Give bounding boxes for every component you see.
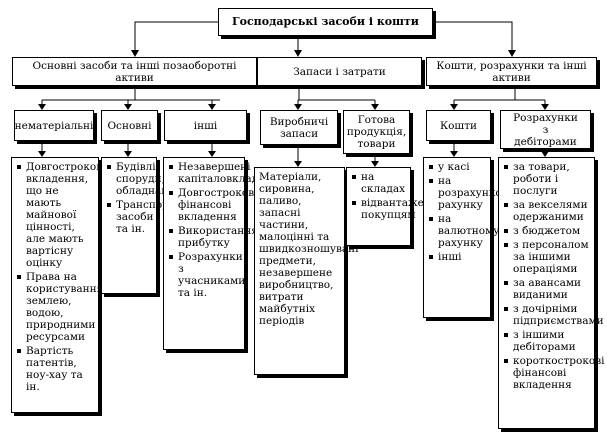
group-inventories: Запаси і затрати [257,57,422,86]
detail-main: Будівлі, споруди, обладнання Транспортні… [101,157,185,294]
group-cash-receivables: Кошти, розрахунки та інші активи [426,57,597,86]
detail-cash: у касі на розрахунковому рахунку на валю… [423,157,528,318]
list-item: Використання прибутку [168,225,258,249]
list-item: Будівлі, споруди, обладнання [106,161,182,197]
category-other: інші [164,110,247,141]
list-item: з бюджетом [503,225,591,237]
category-production-stocks: Виробничі запаси [260,110,338,145]
group-fixed-assets: Основні засоби та інші позаоборотні акти… [12,57,257,86]
list-item: з іншими дебіторами [503,329,591,353]
list-item: Незавершені капіталовкладення [168,161,285,185]
list-item: за товари, роботи і послуги [503,161,591,197]
list-item: за векселями одержаними [503,199,591,223]
list-item: інші [428,251,487,263]
list-item: на розрахунковому рахунку [428,175,528,211]
list-item: з дочірніми підприємствами [503,303,604,327]
list-item: на валютному рахунку [428,213,499,249]
list-item: Вартість патентів, ноу-хау та ін. [16,345,95,393]
list-item: короткострокові фінансові вкладення [503,355,605,391]
detail-production-stocks: Матеріали, сировина, паливо, запасні час… [254,167,359,375]
category-intangible: нематеріальні [14,110,94,141]
category-cash: Кошти [426,110,491,141]
detail-finished-goods: на складах відвантажені покупцям [346,167,434,246]
list-item: за авансами виданими [503,277,591,301]
list-item: Права на користування землею, водою, при… [16,271,103,343]
list-item: з персоналом за іншими операціями [503,239,591,275]
category-finished-goods: Готова продукція, товари [343,110,410,154]
detail-other: Незавершені капіталовкладення Довгострок… [163,157,285,350]
detail-receivables: за товари, роботи і послуги за векселями… [498,157,605,429]
root-node: Господарські засоби і кошти [218,8,433,36]
list-item: відвантажені покупцям [351,197,434,221]
list-item: на складах [351,171,407,195]
category-main: Основні [101,110,158,141]
list-item: Транспортні засоби та ін. [106,199,185,235]
list-item: у касі [428,161,487,173]
list-item: Довгострокові фінансові вкладення [168,187,257,223]
category-receivables: Розрахунки з дебіторами [500,110,591,149]
detail-intangible: Довгострокові вкладення, що не мають май… [11,157,105,413]
list-item: Розрахунки з учасниками та ін. [168,251,245,299]
list-item: Довгострокові вкладення, що не мають май… [16,161,105,269]
